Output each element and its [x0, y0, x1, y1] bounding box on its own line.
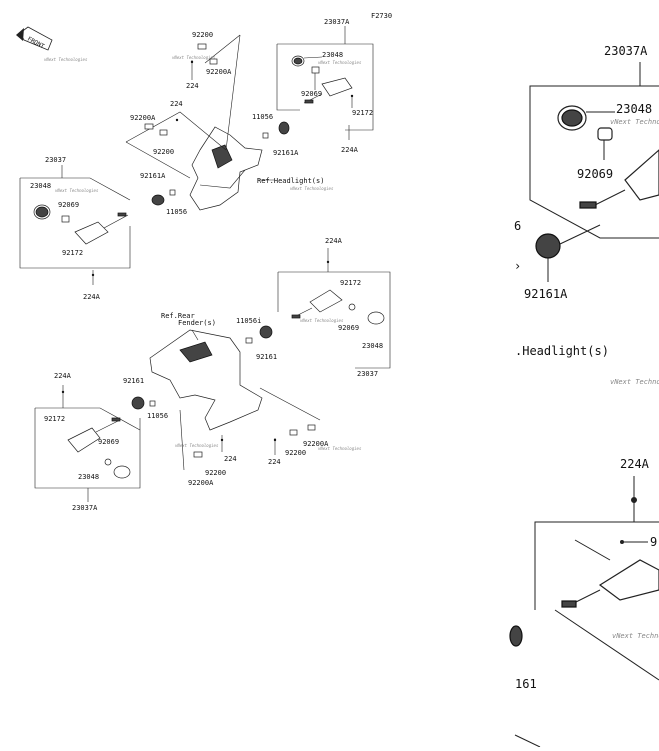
group-mid-right: 224A 92172 vNext Technologies 92069 2304… [236, 237, 391, 378]
part-92069: 92069 [301, 90, 322, 98]
zoom-watermark: vNext Technologies [610, 118, 659, 126]
ref-rear-fender-2: Fender(s) [178, 319, 216, 327]
part-224a-mr: 224A [325, 237, 343, 245]
watermark: vNext Technologies [44, 57, 88, 62]
part-92161-bl: 92161 [123, 377, 144, 385]
turn-signal-housing [74, 221, 109, 245]
turn-signal-housing [67, 427, 101, 453]
zoom-arrow-glyph: › [514, 259, 521, 273]
grommet [151, 194, 165, 206]
part-23037a-bl: 23037A [72, 504, 98, 512]
group-bottom-left: 224A 92172 92069 23048 23037A [34, 372, 141, 512]
zoom-bulb [597, 127, 613, 141]
part-92172-tl: 92172 [62, 249, 83, 257]
part-92200a-mid: 92200A [130, 114, 156, 122]
zoom-part-23048: 23048 [616, 102, 652, 116]
watermark: vNext Technologies [290, 186, 334, 191]
part-23048-mr: 23048 [362, 342, 383, 350]
zoom-detail: 23037A 23048 vNext Technologies 92069 6 … [509, 44, 659, 748]
part-11056-bl: 11056 [147, 412, 168, 420]
front-arrow-icon: FRONT [16, 26, 53, 51]
watermark: vNext Technologies [300, 318, 344, 323]
zoom-part-161: 161 [515, 677, 537, 691]
zoom-housing-2 [598, 559, 659, 601]
zoom-grommet [535, 233, 561, 259]
part-92161a-l: 92161A [140, 172, 166, 180]
overview-diagram: F2730 FRONT vNext Technologies 23037A 23… [16, 12, 392, 512]
part-224-b: 224 [224, 455, 237, 463]
part-92200a-b: 92200A [188, 479, 214, 487]
diagram-code: F2730 [371, 12, 392, 20]
part-92200-mid: 92200 [153, 148, 174, 156]
part-224-mid: 224 [170, 100, 183, 108]
watermark: vNext Technologies [175, 443, 219, 448]
part-23037: 23037 [45, 156, 66, 164]
lens [367, 311, 385, 325]
part-11056: 11056 [252, 113, 273, 121]
part-23037-mr: 23037 [357, 370, 378, 378]
rear-fender [149, 329, 263, 431]
turn-signal-housing [309, 289, 343, 313]
part-224a: 224A [341, 146, 359, 154]
front-bracket: Ref.Headlight(s) vNext Technologies 9220… [125, 31, 334, 211]
lens [113, 465, 131, 479]
grommet [278, 121, 290, 135]
grommet [259, 325, 273, 339]
zoom-watermark-2: vNext Techno [612, 632, 659, 640]
zoom-part-23037a: 23037A [604, 44, 648, 58]
zoom-part-92069: 92069 [577, 167, 613, 181]
part-224a-tl: 224A [83, 293, 101, 301]
ref-rear-fender-1: Ref.Rear [161, 312, 195, 320]
watermark: vNext Technologies [318, 60, 362, 65]
ref-headlight: Ref.Headlight(s) [257, 177, 324, 185]
zoom-part-6: 6 [514, 219, 521, 233]
bulb [311, 66, 320, 74]
part-92172: 92172 [352, 109, 373, 117]
zoom-ref-headlight: .Headlight(s) [515, 344, 609, 358]
part-92161-mr: 92161 [256, 353, 277, 361]
part-92069-bl: 92069 [98, 438, 119, 446]
part-92172-bl: 92172 [44, 415, 65, 423]
part-92200a-top: 92200A [206, 68, 232, 76]
turn-signal-housing [321, 77, 353, 97]
part-92069-tl: 92069 [58, 201, 79, 209]
zoom-housing [624, 149, 659, 201]
part-92161a: 92161A [273, 149, 299, 157]
zoom-watermark-1: vNext Techno [610, 378, 659, 386]
watermark: vNext Technologies [318, 446, 362, 451]
part-92200-b: 92200 [205, 469, 226, 477]
part-92200a-br: 92200A [303, 440, 329, 448]
watermark: vNext Technologies [172, 55, 216, 60]
part-11056i: 11056i [236, 317, 261, 325]
rear-fender-bracket: Ref.Rear Fender(s) 92161 11056 vNext Tec… [123, 312, 362, 487]
group-top-right: 23037A 23048 vNext Technologies 92069 92… [252, 18, 374, 157]
part-92200-br: 92200 [285, 449, 306, 457]
part-23048-tl: 23048 [30, 182, 51, 190]
part-11056-l: 11056 [166, 208, 187, 216]
part-23048: 23048 [322, 51, 343, 59]
part-224a-bl: 224A [54, 372, 72, 380]
part-92172-mr: 92172 [340, 279, 361, 287]
part-224-top: 224 [186, 82, 199, 90]
group-top-left: 23037 23048 vNext Technologies 92069 921… [19, 156, 187, 301]
zoom-part-92161a: 92161A [524, 287, 568, 301]
watermark: vNext Technologies [55, 188, 99, 193]
zoom-part-224a: 224A [620, 457, 650, 471]
part-23048-bl: 23048 [78, 473, 99, 481]
part-23037a: 23037A [324, 18, 350, 26]
zoom-part-9: 9 [650, 535, 657, 549]
part-224-br: 224 [268, 458, 281, 466]
part-92069-mr: 92069 [338, 324, 359, 332]
part-92200-top: 92200 [192, 31, 213, 39]
headlight-bracket [189, 126, 263, 211]
